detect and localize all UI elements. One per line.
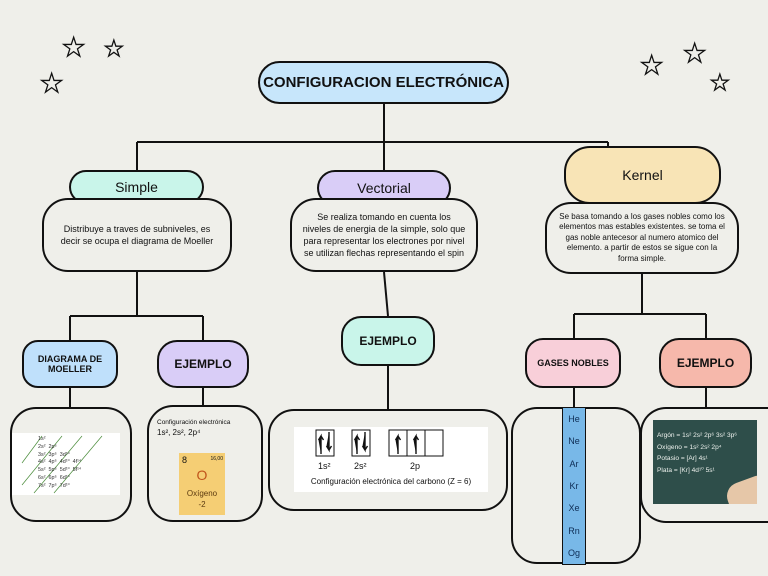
noble-gas-item: Kr [569,480,579,491]
noble-gas-item: Rn [568,525,580,536]
chalkboard-line: Oxígeno = 1s² 2s² 2p⁴ [657,443,722,451]
moeller-row: 2s² 2p⁶ [38,443,57,450]
simple-example-node: EJEMPLO [157,340,249,388]
noble-gas-item: Xe [568,503,580,514]
card-heading: Configuración electrónica [157,419,231,426]
card-config: 1s², 2s², 2p⁴ [157,428,201,437]
orbital-boxes [315,429,444,457]
element-symbol: O [196,467,208,483]
atomic-mass: 16,00 [210,456,223,462]
noble-gas-item: Og [567,547,580,558]
chalkboard-lines: Argón = 1s² 2s² 2p⁶ 3s² 3p⁶ Oxígeno = 1s²… [657,430,737,476]
orbital-label-2s: 2s² [354,461,367,471]
noble-gas-item: Ar [569,458,579,469]
kernel-label: Kernel [622,167,663,183]
chalkboard-line: Argón = 1s² 2s² 2p⁶ 3s² 3p⁶ [657,432,738,439]
chalk-hand [723,474,757,504]
moeller-row: 1s² [38,436,46,442]
chalkboard: Argón = 1s² 2s² 2p⁶ 3s² 3p⁶ Oxígeno = 1s²… [653,420,757,504]
oxygen-element-tile: 8 16,00 O Oxígeno -2 [179,453,225,515]
noble-gases-node: GASES NOBLES [525,338,621,388]
orbital-label-2p: 2p [410,461,421,471]
diagram-title-text: CONFIGURACION ELECTRÓNICA [263,74,504,91]
star-decoration-icon: ★ [103,36,124,61]
element-charge: -2 [198,500,206,509]
chalkboard-line: Potasio = [Ar] 4s¹ [657,455,708,462]
noble-gas-item: Ne [568,436,580,447]
vectorial-example-node: EJEMPLO [341,316,435,366]
moeller-row: 4s² 4p⁶ 4d¹⁰ 4f¹⁴ [38,459,82,466]
kernel-description: Se basa tomando a los gases nobles como … [545,202,739,274]
noble-gas-item: He [568,414,580,425]
moeller-row: 6s² 6p⁶ 6d¹⁰ [38,474,70,481]
moeller-diagonals [21,435,103,494]
star-decoration-icon: ★ [639,50,664,80]
diagram-title: CONFIGURACION ELECTRÓNICA [258,61,509,104]
simple-description: Distribuye a traves de subniveles, es de… [42,198,232,272]
simple-label: Simple [115,179,158,195]
kernel-example-node: EJEMPLO [659,338,752,388]
moeller-row: 5s² 5p⁶ 5d¹⁰ 5f¹⁴ [38,467,82,474]
orbital-caption: Configuración electrónica del carbono (Z… [310,477,472,486]
vectorial-label: Vectorial [357,180,411,196]
element-name: Oxígeno [186,489,218,498]
star-decoration-icon: ★ [682,38,707,68]
star-decoration-icon: ★ [61,32,86,62]
moeller-diagram-node: DIAGRAMA DE MOELLER [22,340,118,388]
star-decoration-icon: ★ [709,70,730,95]
orbital-label-1s: 1s² [318,461,331,471]
atomic-number: 8 [182,455,188,465]
star-decoration-icon: ★ [39,68,64,98]
moeller-row: 3s² 3p⁶ 3d¹⁰ [38,451,70,458]
configuration-card: Configuración electrónica 1s², 2s², 2p⁴ … [157,419,261,517]
vectorial-description: Se realiza tomando en cuenta los niveles… [290,198,478,272]
orbital-diagram: 1s² 2s² 2p Configuración electrónica del… [294,427,488,492]
chalkboard-line: Plata = [Kr] 4d¹⁰ 5s¹ [657,466,715,474]
moeller-row: 7s² 7p⁶ 7d¹⁰ [38,482,70,489]
kernel-node: Kernel [564,146,721,204]
